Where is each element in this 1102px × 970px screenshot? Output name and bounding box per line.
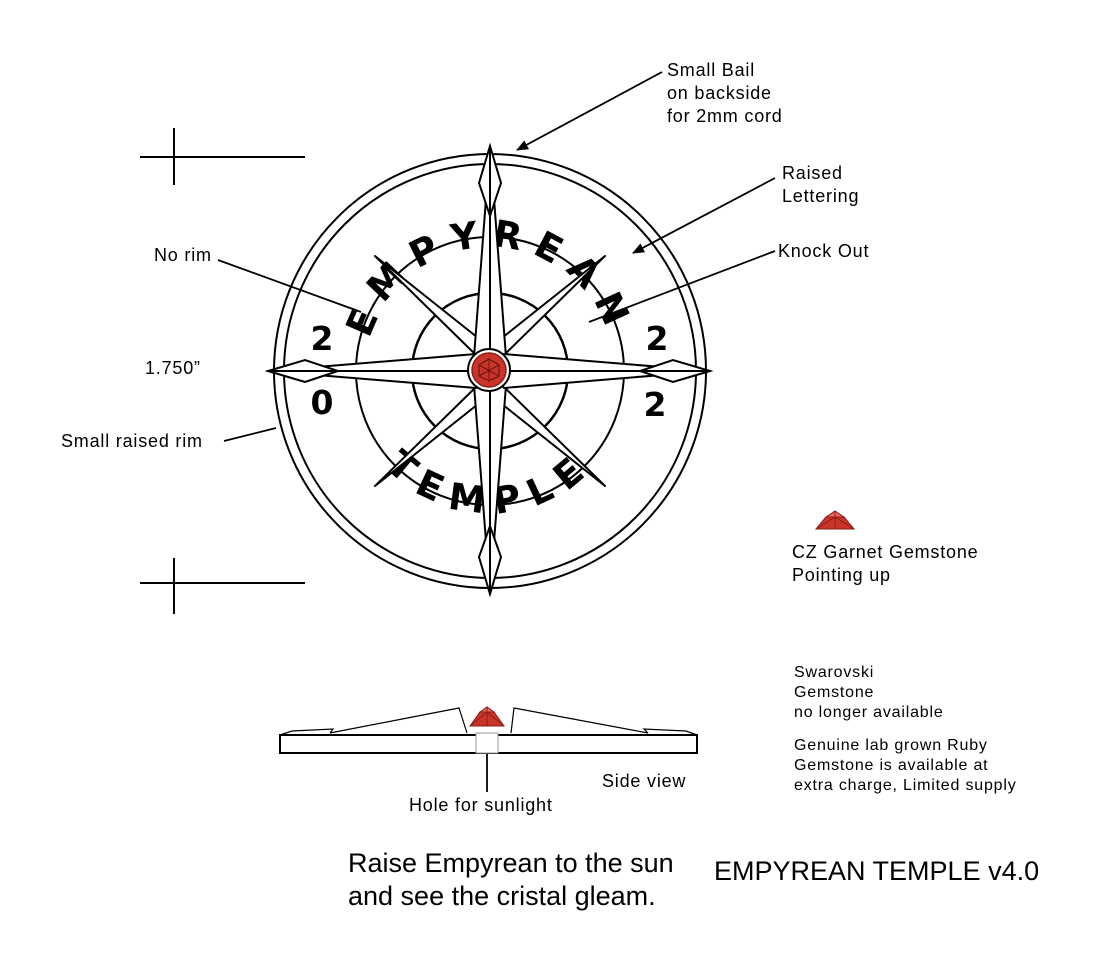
gem-legend-line-1: CZ Garnet Gemstone — [792, 542, 978, 562]
bail-label-line-3: for 2mm cord — [667, 106, 783, 126]
gem-legend-line-2: Pointing up — [792, 565, 891, 585]
raised-label-line-1: Raised — [782, 163, 843, 183]
year-digit-left-top: 2 — [311, 319, 334, 358]
swarovski-line-1: Swarovski — [794, 664, 874, 681]
swarovski-line-2: Gemstone — [794, 684, 874, 701]
medallion: EMPYREAN TEMPLE 2 0 2 2 — [264, 142, 714, 598]
raised-arrow — [632, 177, 776, 254]
no-rim-label: No rim — [154, 245, 212, 265]
swarovski-line-3: no longer available — [794, 704, 944, 721]
raised-label-line-2: Lettering — [782, 186, 859, 206]
hole-label: Hole for sunlight — [409, 795, 553, 815]
no-rim-leader — [217, 259, 362, 313]
side-view-label: Side view — [602, 771, 686, 791]
bail-arrow — [516, 71, 663, 151]
bail-diamonds — [264, 142, 714, 598]
gem-legend-icon — [814, 510, 856, 530]
bail-label-line-2: on backside — [667, 83, 772, 103]
center-gemstone — [467, 348, 511, 392]
tagline-line-1: Raise Empyrean to the sun — [348, 848, 674, 878]
version-title: EMPYREAN TEMPLE v4.0 — [714, 856, 1039, 886]
ruby-line-2: Gemstone is available at — [794, 757, 988, 774]
ruby-line-1: Genuine lab grown Ruby — [794, 737, 988, 754]
tagline-line-2: and see the cristal gleam. — [348, 881, 656, 911]
knock-out-label: Knock Out — [778, 241, 869, 261]
side-view — [279, 706, 698, 754]
year-digit-right-top: 2 — [646, 319, 669, 358]
small-rim-leader — [223, 427, 277, 442]
leader-lines — [217, 71, 776, 792]
year-digit-right-bottom: 2 — [644, 385, 667, 424]
diameter-label: 1.750” — [145, 358, 201, 378]
registration-mark-top — [140, 128, 305, 185]
ruby-line-3: extra charge, Limited supply — [794, 777, 1017, 794]
compass-star-diagonal — [374, 255, 606, 487]
registration-mark-bottom — [140, 558, 305, 614]
knock-out-leader — [588, 250, 776, 323]
bail-label-line-1: Small Bail — [667, 60, 755, 80]
small-rim-label: Small raised rim — [61, 431, 203, 451]
year-digit-left-bottom: 0 — [311, 383, 334, 422]
